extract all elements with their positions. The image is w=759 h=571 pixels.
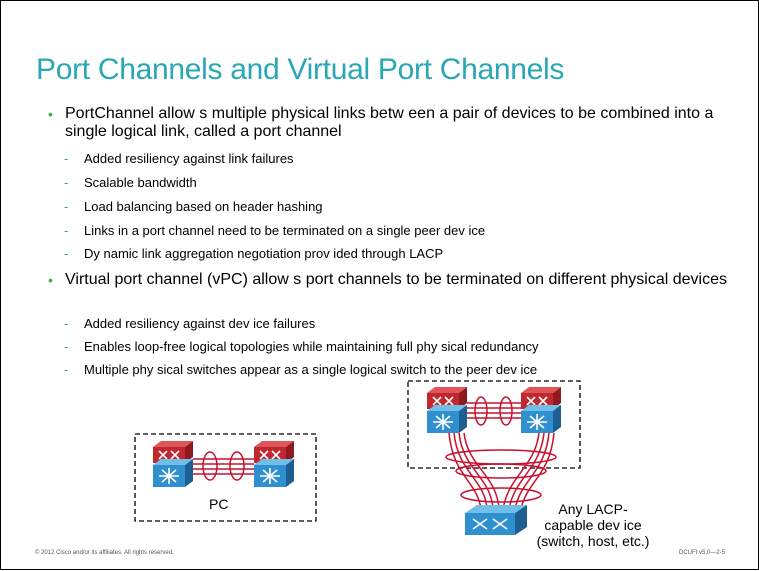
host-switch-icon [465, 505, 527, 535]
dash-icon: - [64, 316, 69, 331]
peer-links [467, 396, 521, 426]
switch-icon [253, 440, 295, 488]
sub-item: -Links in a port channel need to be term… [64, 223, 486, 238]
pc-dashed-box [134, 433, 317, 522]
bullet-vpc: • Virtual port channel (vPC) allow s por… [48, 271, 735, 289]
bullet-dot-icon: • [48, 272, 53, 288]
bullet-text: Virtual port channel (vPC) allow s port … [65, 271, 727, 288]
sub-item: -Enables loop-free logical topologies wh… [64, 339, 539, 354]
switch-icon [152, 440, 194, 488]
footer-copyright: © 2012 Cisco and/or its affiliates. All … [35, 550, 174, 556]
sub-item: -Multiple phy sical switches appear as a… [64, 362, 538, 377]
bullet-portchannel: • PortChannel allow s multiple physical … [48, 105, 735, 141]
dash-icon: - [64, 175, 69, 190]
switch-icon [520, 386, 562, 434]
bullet-text: PortChannel allow s multiple physical li… [65, 105, 714, 140]
dash-icon: - [64, 223, 69, 238]
vpc-dashed-box [407, 380, 581, 469]
port-channel-links [193, 451, 254, 481]
bullet-dot-icon: • [48, 106, 53, 122]
vpc-links [445, 432, 557, 510]
sub-item: -Added resiliency against link failures [64, 151, 294, 166]
host-label: Any LACP- capable dev ice (switch, host,… [536, 501, 650, 549]
sub-item: -Added resiliency against dev ice failur… [64, 316, 316, 331]
dash-icon: - [64, 199, 69, 214]
dash-icon: - [64, 246, 69, 261]
sub-item: -Dy namic link aggregation negotiation p… [64, 246, 444, 261]
sub-item: -Scalable bandwidth [64, 175, 197, 190]
sub-item: -Load balancing based on header hashing [64, 199, 323, 214]
footer-course-id: DCUFI v5.0—2-5 [679, 550, 726, 556]
dash-icon: - [64, 339, 69, 354]
switch-icon [426, 386, 468, 434]
page-title: Port Channels and Virtual Port Channels [36, 53, 565, 86]
dash-icon: - [64, 362, 69, 377]
dash-icon: - [64, 151, 69, 166]
pc-label: PC [209, 496, 229, 512]
